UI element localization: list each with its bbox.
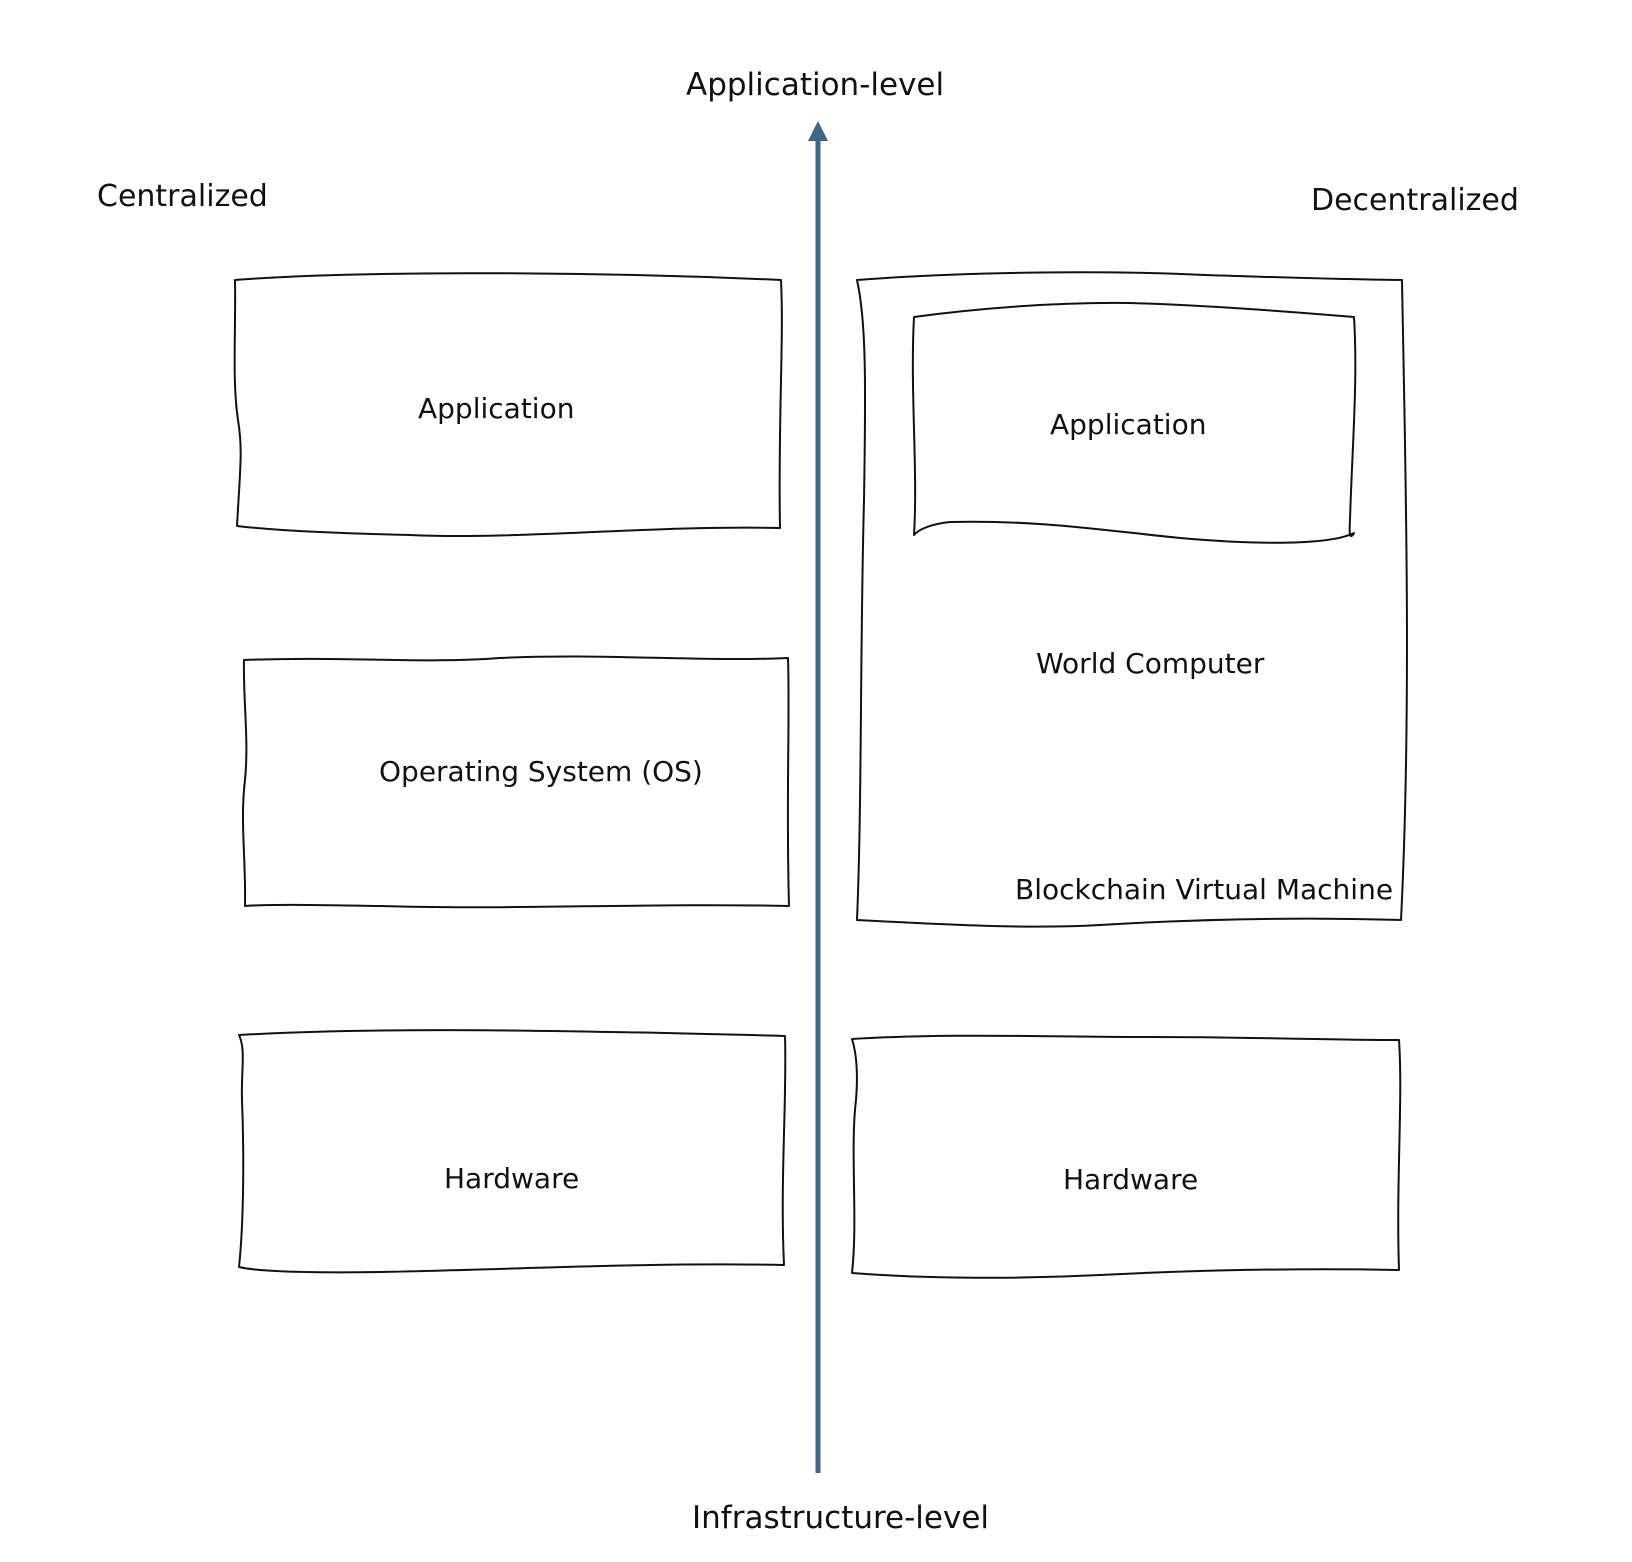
blockchain-vm-label: Blockchain Virtual Machine (1015, 873, 1394, 906)
centralized-hardware-label: Hardware (444, 1162, 580, 1195)
centralized-os-label: Operating System (OS) (379, 755, 703, 788)
centralized-application-box (233, 272, 783, 538)
axis-bottom-label: Infrastructure-level (692, 1500, 990, 1536)
decentralized-hardware-label: Hardware (1063, 1163, 1199, 1196)
centralized-os-box (242, 655, 790, 909)
centralized-title: Centralized (97, 179, 268, 214)
decentralized-title: Decentralized (1311, 183, 1519, 218)
axis-top-label: Application-level (686, 67, 945, 103)
centralized-application-label: Application (418, 392, 575, 425)
decentralized-hardware-box (851, 1034, 1402, 1279)
axis-arrowhead (808, 121, 828, 141)
decentralized-application-label: Application (1050, 408, 1207, 441)
world-computer-label: World Computer (1036, 647, 1265, 680)
centralized-hardware-box (238, 1029, 787, 1274)
decentralized-application-box (911, 301, 1357, 544)
blockchain-vm-box (856, 271, 1408, 928)
